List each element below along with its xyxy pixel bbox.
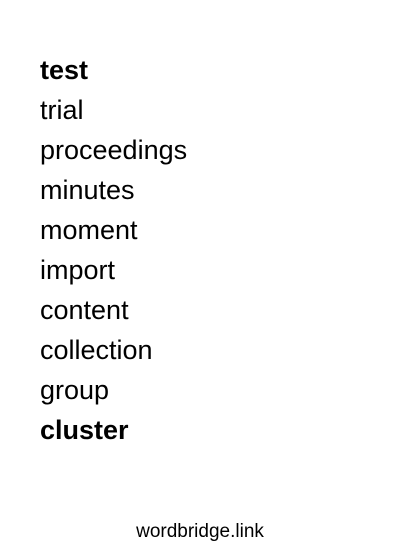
word-item: content — [40, 295, 129, 325]
word-item: moment — [40, 215, 138, 245]
word-chain-list: test trial proceedings minutes moment im… — [40, 50, 187, 450]
site-footer-link: wordbridge.link — [136, 521, 264, 542]
word-item-end: cluster — [40, 415, 129, 445]
word-item-start: test — [40, 55, 89, 85]
word-item: minutes — [40, 175, 135, 205]
word-item: collection — [40, 335, 153, 365]
word-item: proceedings — [40, 135, 188, 165]
word-item: import — [40, 255, 116, 285]
word-item: trial — [40, 95, 84, 125]
word-item: group — [40, 375, 110, 405]
